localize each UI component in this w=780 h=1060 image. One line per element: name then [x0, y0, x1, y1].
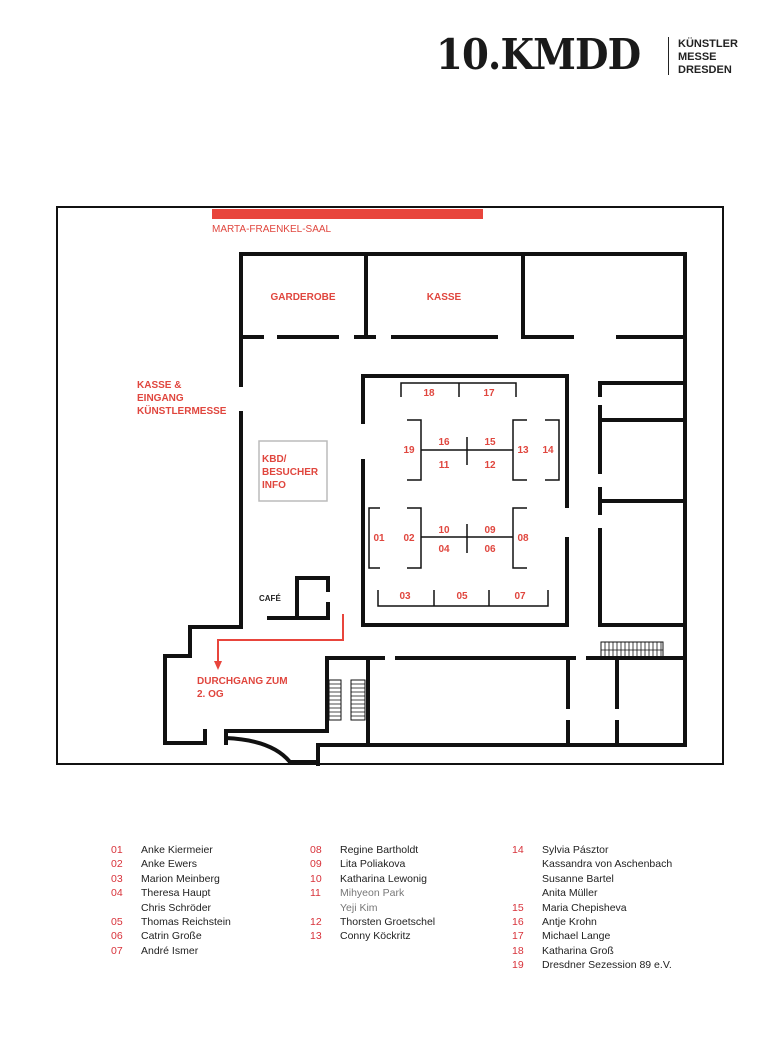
- legend-booth-number: 04: [111, 887, 123, 900]
- cafe-label: CAFÉ: [259, 594, 281, 603]
- legend-booth-number: 16: [512, 915, 524, 928]
- legend-exhibitor-name: Yeji Kim: [340, 901, 378, 914]
- booth-number: 19: [403, 445, 415, 456]
- booth-number: 18: [423, 388, 435, 399]
- legend-booth-number: 03: [111, 872, 123, 885]
- legend-exhibitor-name: Theresa Haupt: [141, 887, 211, 900]
- legend-exhibitor-name: Marion Meinberg: [141, 872, 220, 885]
- walls: [163, 252, 687, 766]
- legend-exhibitor-name: Kassandra von Aschenbach: [542, 858, 673, 871]
- booth-number: 03: [399, 591, 411, 602]
- booth-number: 17: [483, 388, 495, 399]
- legend-booth-number: 06: [111, 930, 123, 943]
- arrow-head-icon: [214, 661, 222, 670]
- booth-number: 11: [439, 460, 450, 471]
- info-desk: [258, 440, 328, 502]
- booth-number: 02: [403, 533, 415, 544]
- logo-main: 10.KMDD: [436, 30, 641, 79]
- hall-marker-bar: [212, 209, 483, 219]
- legend-exhibitor-name: Katharina Groß: [542, 944, 614, 957]
- kasse-label: KASSE: [427, 292, 462, 303]
- entrance-label: KÜNSTLERMESSE: [137, 404, 227, 417]
- legend-booth-number: 07: [111, 944, 123, 957]
- legend-exhibitor-name: Anke Ewers: [141, 858, 198, 871]
- entrance-label: KASSE &: [137, 380, 181, 391]
- logo-subtitle: KÜNSTLER MESSE DRESDEN: [678, 38, 738, 77]
- booth-number: 12: [484, 460, 496, 471]
- legend-booth-number: 09: [310, 858, 322, 871]
- garderobe-label: GARDEROBE: [270, 292, 335, 303]
- booth-number: 07: [514, 591, 526, 602]
- booth-number: 09: [484, 525, 496, 536]
- booth-number: 06: [484, 544, 496, 555]
- legend-exhibitor-name: André Ismer: [141, 944, 199, 957]
- legend-booth-number: 18: [512, 944, 524, 957]
- legend-booth-number: 08: [310, 844, 322, 856]
- legend-booth-number: 05: [111, 915, 123, 928]
- legend-exhibitor-name: Susanne Bartel: [542, 872, 614, 885]
- logo-subtitle-line: KÜNSTLER: [678, 38, 738, 50]
- booth-numbers: 01 02 03 04 05 06 07 08 09 10 11 12 13 1…: [373, 388, 554, 602]
- legend-booth-number: 17: [512, 930, 524, 943]
- logo-subtitle-line: MESSE: [678, 51, 717, 63]
- legend-booth-number: 12: [310, 915, 322, 928]
- info-label: INFO: [262, 480, 286, 491]
- info-label: BESUCHER: [262, 467, 319, 478]
- legend-exhibitor-name: Dresdner Sezession 89 e.V.: [542, 959, 672, 972]
- legend-exhibitor-name: Maria Chepisheva: [542, 901, 627, 914]
- stairs: [328, 641, 664, 721]
- passage-arrow: [217, 614, 344, 662]
- booth-number: 15: [484, 437, 496, 448]
- legend-exhibitor-name: Michael Lange: [542, 930, 611, 943]
- legend-booth-number: 13: [310, 930, 322, 943]
- passage-label: DURCHGANG ZUM: [197, 676, 288, 687]
- legend-booth-number: 14: [512, 844, 524, 856]
- legend-booth-number: 11: [310, 887, 321, 900]
- booth-number: 04: [438, 544, 450, 555]
- legend-exhibitor-name: Anita Müller: [542, 887, 598, 900]
- legend-exhibitor-name: Lita Poliakova: [340, 858, 406, 871]
- booth-number: 05: [456, 591, 468, 602]
- legend-exhibitor-name: Anke Kiermeier: [141, 844, 213, 856]
- legend-exhibitor-name: Mihyeon Park: [340, 887, 405, 900]
- booth-number: 08: [517, 533, 529, 544]
- booth-number: 13: [517, 445, 529, 456]
- info-label: KBD/: [262, 454, 287, 465]
- logo-divider: [668, 37, 669, 75]
- passage-label: 2. OG: [197, 689, 224, 700]
- hall-name-label: MARTA-FRAENKEL-SAAL: [212, 224, 332, 235]
- legend-exhibitor-name: Antje Krohn: [542, 915, 597, 928]
- legend-exhibitor-name: Conny Köckritz: [340, 930, 411, 943]
- legend-booth-number: 10: [310, 872, 322, 885]
- logo-subtitle-line: DRESDEN: [678, 64, 732, 76]
- booth-number: 01: [373, 533, 385, 544]
- legend-exhibitor-name: Catrin Große: [141, 930, 202, 943]
- legend-booth-number: 02: [111, 858, 123, 871]
- legend-exhibitor-name: Chris Schröder: [141, 901, 212, 914]
- booth-number: 10: [438, 525, 450, 536]
- legend-exhibitor-name: Regine Bartholdt: [340, 844, 419, 856]
- booth-partitions: [368, 382, 560, 607]
- booth-number: 16: [438, 437, 450, 448]
- booth-number: 14: [542, 445, 554, 456]
- legend-booth-number: 19: [512, 959, 524, 972]
- legend-booth-number: 15: [512, 901, 524, 914]
- legend-exhibitor-name: Thomas Reichstein: [141, 915, 231, 928]
- legend-booth-number: 01: [111, 844, 123, 856]
- legend-exhibitor-name: Katharina Lewonig: [340, 872, 427, 885]
- entrance-label: EINGANG: [137, 393, 184, 404]
- plan-frame: [56, 206, 724, 765]
- legend-exhibitor-name: Sylvia Pásztor: [542, 844, 609, 856]
- legend-exhibitor-name: Thorsten Groetschel: [340, 915, 436, 928]
